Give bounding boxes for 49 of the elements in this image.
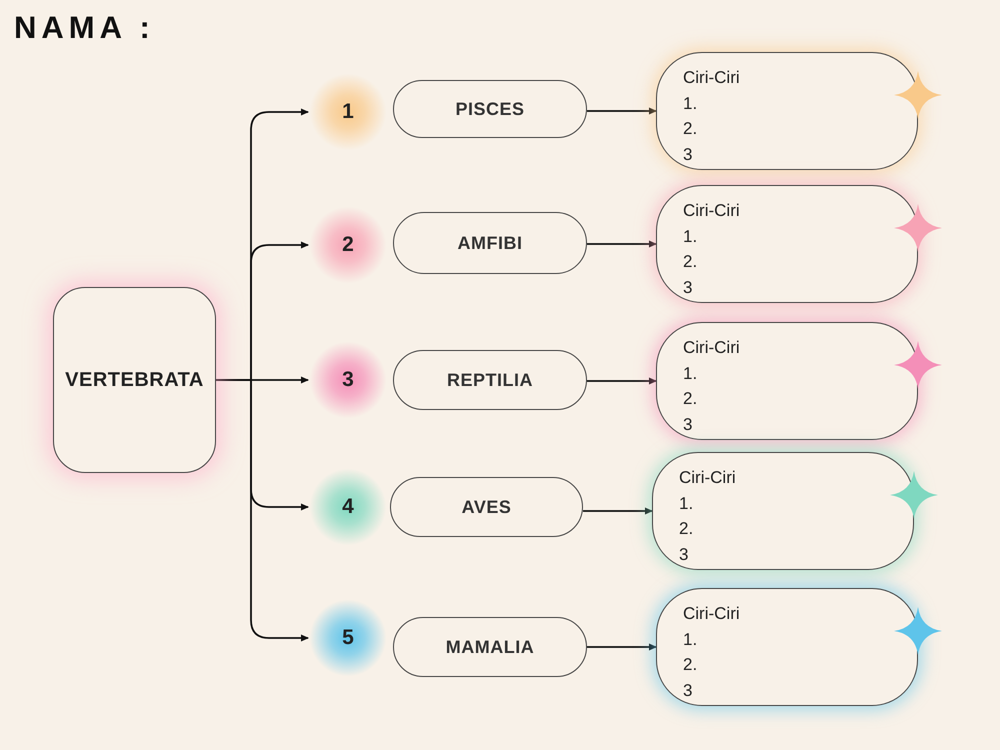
number-label: 4 [342, 495, 354, 519]
notes-line: 1. [683, 362, 698, 384]
class-box [393, 617, 587, 677]
class-label: MAMALIA [446, 636, 534, 658]
notes-line: 1. [683, 226, 698, 248]
arrow [587, 644, 657, 650]
class-box [393, 80, 587, 138]
arrow [587, 240, 657, 248]
class-box [393, 212, 587, 274]
number-label: 5 [342, 626, 354, 650]
notes-line: 2. [683, 118, 698, 140]
notes-line: 3 [683, 680, 692, 702]
class-box [393, 350, 587, 410]
notes-line: 3 [683, 414, 692, 436]
notes-line: Ciri-Ciri [683, 603, 740, 625]
notes-line: 3 [683, 276, 692, 298]
category-box [53, 287, 216, 473]
arrow [587, 108, 657, 114]
notes-line: Ciri-Ciri [683, 200, 740, 222]
notes-line: 2. [679, 518, 694, 540]
notes-line: Ciri-Ciri [679, 467, 736, 489]
number-label: 1 [342, 100, 354, 124]
class-label: AVES [462, 496, 512, 518]
arrow [583, 508, 653, 514]
class-label: PISCES [455, 98, 525, 120]
notes-line: 1. [683, 92, 698, 114]
number-label: 2 [342, 233, 354, 257]
notes-line: 1. [683, 628, 698, 650]
class-label: AMFIBI [458, 232, 522, 254]
notes-line: 3 [679, 544, 688, 566]
notes-line: 2. [683, 654, 698, 676]
class-label: REPTILIA [446, 370, 533, 390]
notes-line: 2. [683, 251, 698, 273]
arrow [587, 378, 657, 384]
notes-line: 3 [683, 144, 692, 166]
notes-line: 1. [679, 492, 694, 514]
title: NAMA : [14, 10, 155, 46]
class-box [390, 477, 583, 537]
notes-line: Ciri-Ciri [683, 337, 740, 359]
box-label: VERTEBRATA [65, 368, 204, 392]
notes-line: 2. [683, 388, 698, 410]
notes-box [656, 52, 918, 170]
number-label: 3 [342, 368, 354, 392]
notes-box [656, 185, 918, 303]
notes-box [656, 322, 918, 440]
notes-box [652, 452, 914, 570]
notes-box [656, 588, 918, 706]
notes-line: Ciri-Ciri [683, 67, 740, 89]
arrow [216, 379, 309, 642]
